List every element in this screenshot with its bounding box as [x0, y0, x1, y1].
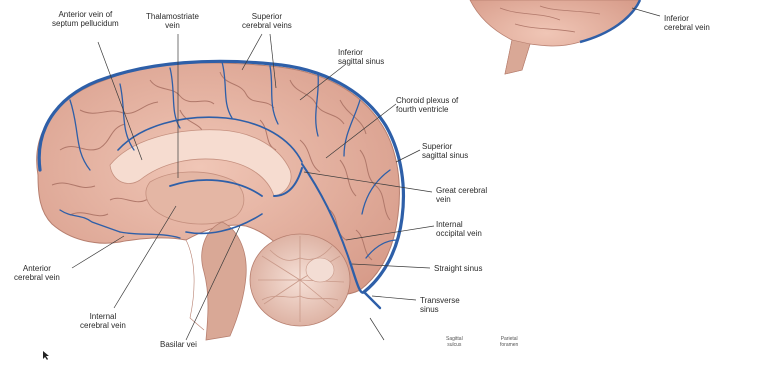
label-inferior-cerebral-vein: Inferior cerebral vein — [664, 14, 710, 32]
label-inferior-sagittal-sinus: Inferior sagittal sinus — [338, 48, 384, 66]
cursor-icon — [43, 351, 49, 360]
label-choroid-plexus: Choroid plexus of fourth ventricle — [396, 96, 458, 114]
label-great-cerebral-vein: Great cerebral vein — [436, 186, 487, 204]
label-transverse-sinus: Transverse sinus — [420, 296, 460, 314]
label-superior-cerebral-veins: Superior cerebral veins — [242, 12, 292, 30]
inset-brain — [470, 0, 660, 74]
label-superior-sagittal-sinus: Superior sagittal sinus — [422, 142, 468, 160]
label-tiny-sagittal: Sagittal sulcus — [446, 336, 463, 348]
label-straight-sinus: Straight sinus — [434, 264, 482, 273]
cerebellum — [250, 234, 350, 326]
label-thalamostriate-vein: Thalamostriate vein — [146, 12, 199, 30]
label-anterior-cerebral-vein: Anterior cerebral vein — [14, 264, 60, 282]
label-internal-occipital-vein: Internal occipital vein — [436, 220, 482, 238]
label-internal-cerebral-vein: Internal cerebral vein — [80, 312, 126, 330]
label-anterior-vein-septum: Anterior vein of septum pellucidum — [52, 10, 119, 28]
label-tiny-parietal: Parietal foramen — [500, 336, 518, 348]
brainstem — [202, 222, 246, 340]
label-basilar-vein: Basilar vei — [160, 340, 197, 349]
